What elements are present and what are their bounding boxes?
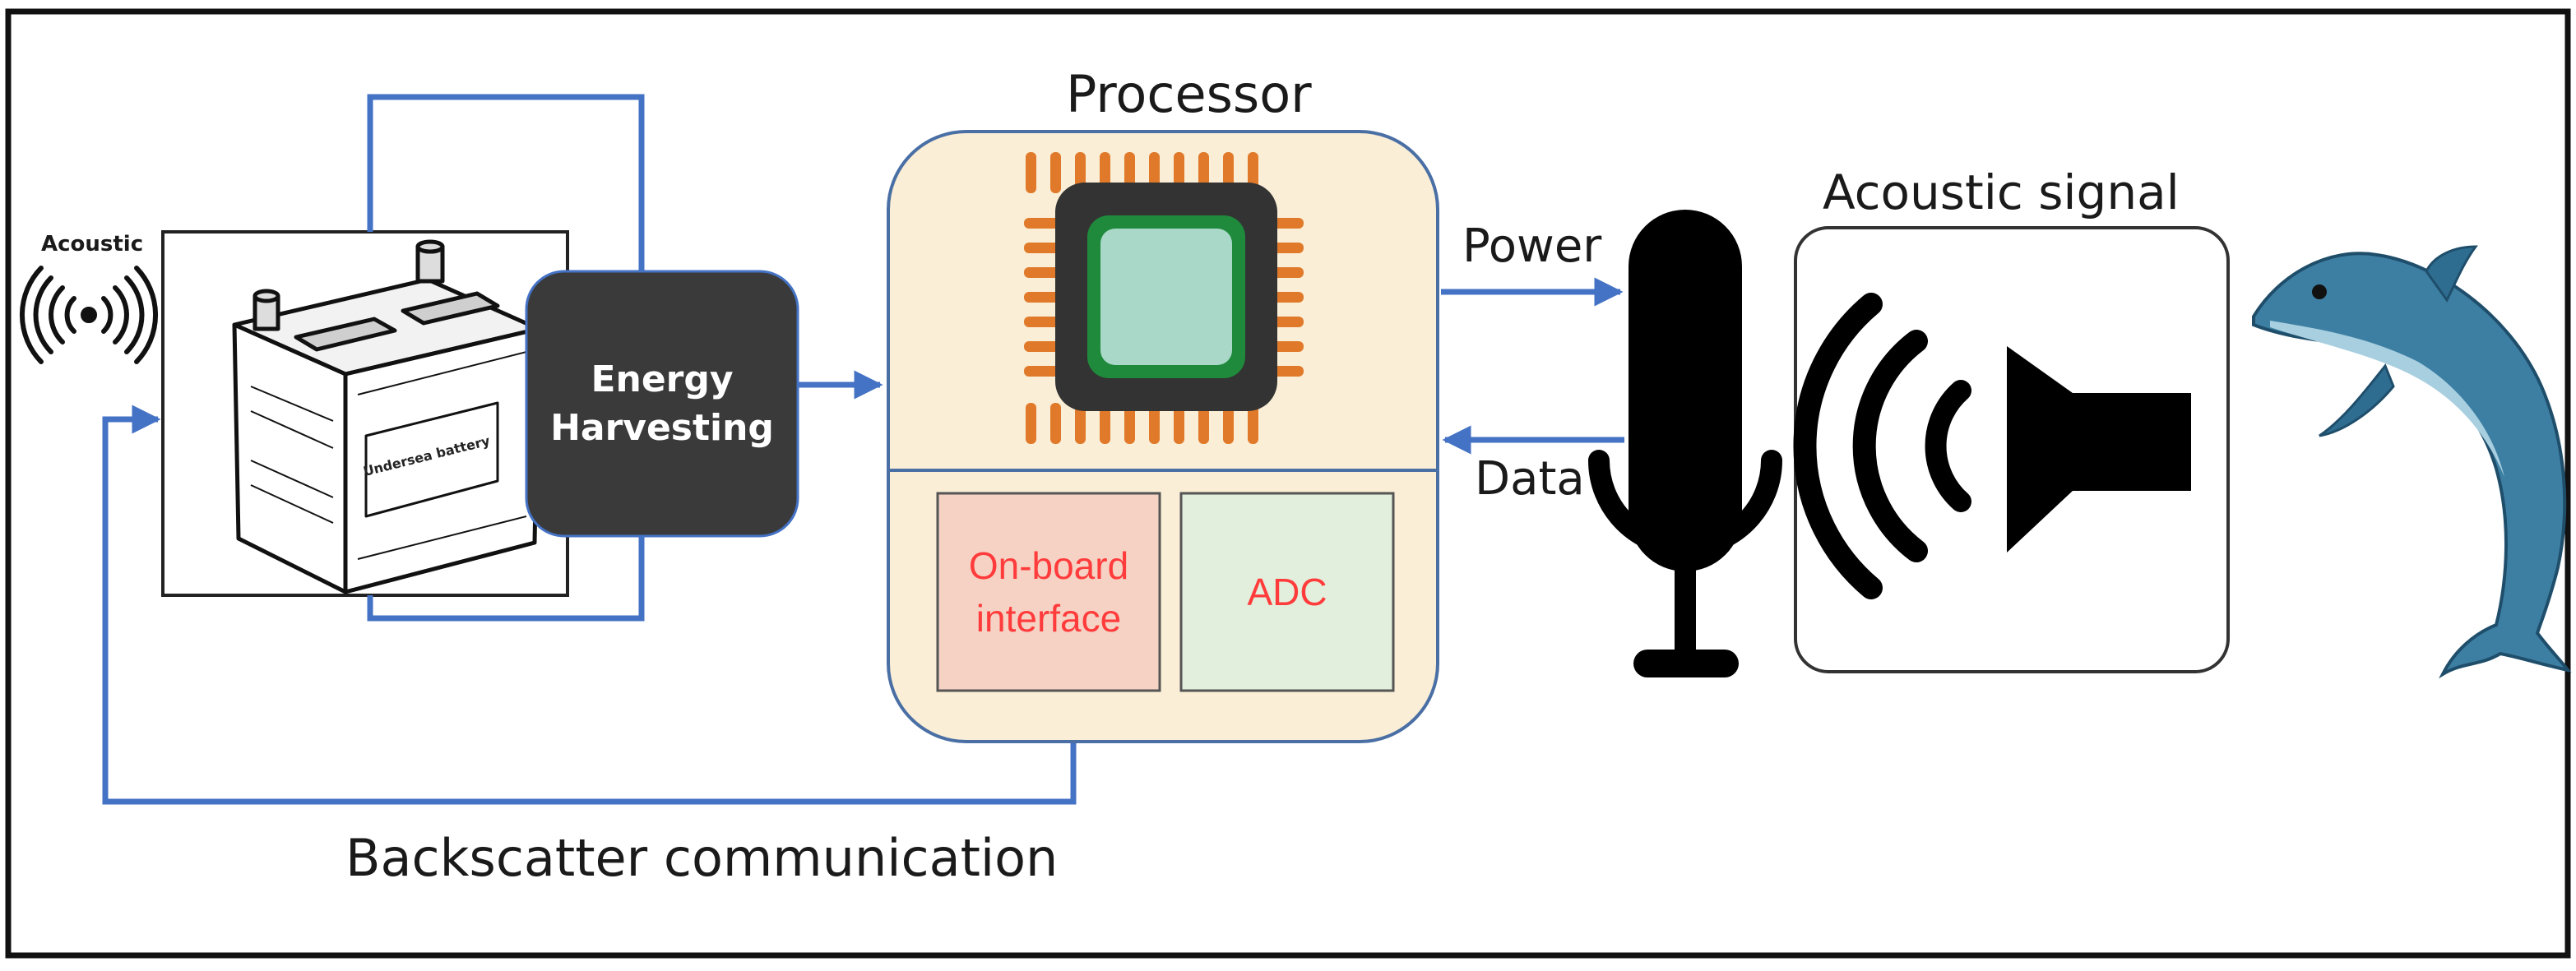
backscatter-line (102, 405, 1077, 805)
battery-icon (232, 239, 541, 594)
speaker-icon (1793, 293, 2191, 599)
chip-icon (1024, 152, 1304, 444)
connector-lines (102, 94, 1624, 805)
onboard-label-line2: interface (975, 597, 1122, 640)
energy-loop-top (367, 94, 645, 271)
acoustic-signal-title: Acoustic signal (1823, 164, 2180, 220)
backscatter-label: Backscatter communication (345, 828, 1059, 888)
energy-label-line2: Harvesting (550, 407, 774, 449)
microphone-icon (1588, 210, 1782, 677)
energy-label-line1: Energy (591, 358, 734, 400)
acoustic-wave-icon (20, 266, 158, 364)
adc-box (1179, 492, 1395, 692)
power-label: Power (1462, 220, 1602, 273)
energy-harvesting-box (525, 270, 799, 538)
adc-label: ADC (1247, 571, 1327, 613)
energy-loop-bottom (367, 536, 645, 622)
energy-harvesting-label: Energy Harvesting (526, 271, 798, 536)
acoustic-label: Acoustic (41, 232, 144, 257)
dolphin-icon (2252, 245, 2572, 679)
data-label: Data (1475, 452, 1585, 506)
onboard-interface-box (936, 492, 1161, 692)
onboard-label-line1: On-board (968, 543, 1129, 587)
processor-title: Processor (1066, 64, 1312, 124)
onboard-interface-label: On-board interface (938, 493, 1160, 691)
